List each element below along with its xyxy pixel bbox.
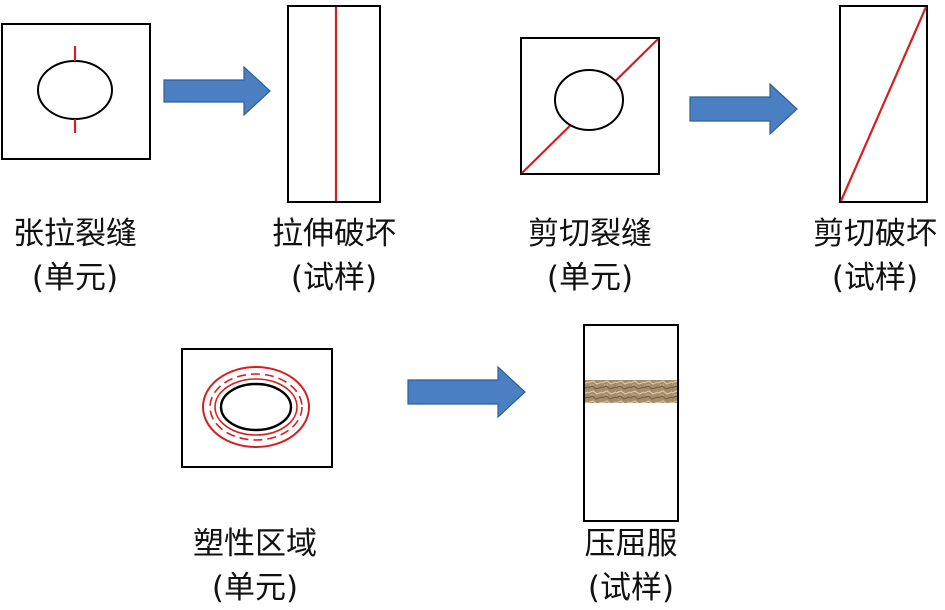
caption-line: (单元) xyxy=(546,260,634,296)
yield-band xyxy=(585,380,677,403)
plastic-zone-dashed-ring xyxy=(209,373,303,441)
plastic-zone-inner-ring xyxy=(214,378,298,436)
caption-line: 压屈服 xyxy=(584,526,678,562)
caption-line: (试样) xyxy=(290,260,378,296)
caption-line: (试样) xyxy=(831,260,919,296)
opening-ellipse xyxy=(37,60,113,120)
caption-shear-failure: 剪切破坏 (试样) xyxy=(805,212,945,300)
tension-crack-element xyxy=(1,23,151,160)
caption-compressive-yield: 压屈服 (试样) xyxy=(556,522,706,610)
arrow-2 xyxy=(689,82,798,136)
opening-ellipse xyxy=(219,382,293,432)
shear-failure-specimen xyxy=(839,5,928,203)
plastic-zone-element xyxy=(181,348,333,468)
shear-failure-crack xyxy=(839,6,928,202)
caption-plastic-zone: 塑性区域 (单元) xyxy=(180,522,330,610)
arrow-1 xyxy=(163,65,271,117)
plastic-zone-outer-ring xyxy=(202,366,310,448)
caption-line: 拉伸破坏 xyxy=(272,216,396,252)
caption-line: (试样) xyxy=(587,570,675,606)
tensile-failure-specimen xyxy=(287,5,381,203)
caption-tensile-failure: 拉伸破坏 (试样) xyxy=(259,212,409,300)
shear-crack-element xyxy=(520,37,660,175)
compressive-yield-specimen xyxy=(583,324,679,522)
arrow-3 xyxy=(407,365,526,419)
caption-shear-crack: 剪切裂缝 (单元) xyxy=(515,212,665,300)
opening-ellipse xyxy=(554,69,624,131)
caption-line: (单元) xyxy=(211,570,299,606)
caption-line: 塑性区域 xyxy=(193,526,317,562)
caption-line: 张拉裂缝 xyxy=(13,216,137,252)
caption-line: 剪切裂缝 xyxy=(528,216,652,252)
caption-line: 剪切破坏 xyxy=(813,216,937,252)
caption-line: (单元) xyxy=(31,260,119,296)
caption-tension-crack: 张拉裂缝 (单元) xyxy=(0,212,150,300)
